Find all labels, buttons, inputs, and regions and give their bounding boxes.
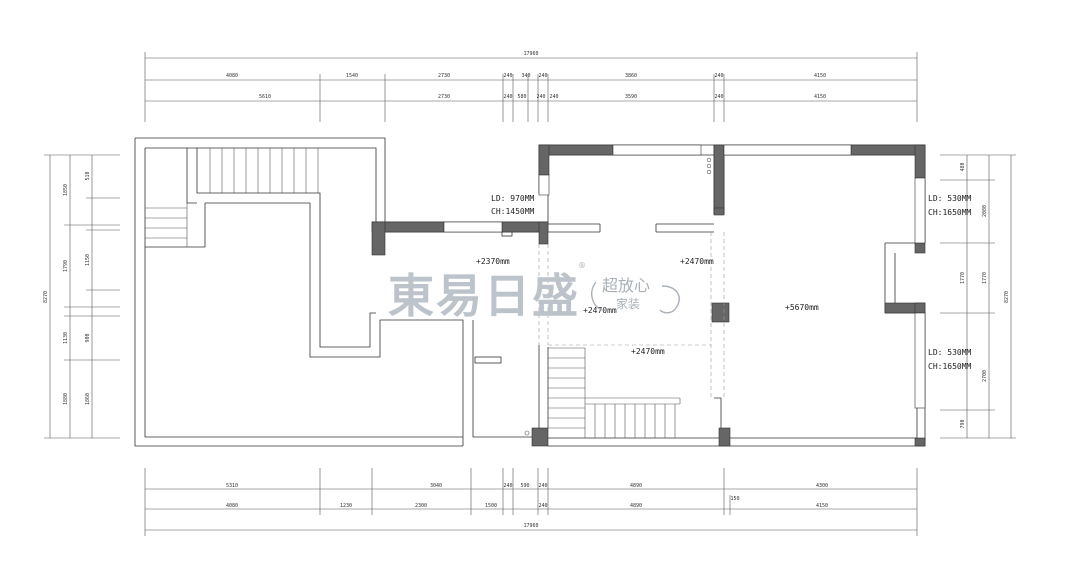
brand-watermark: 東易日盛 ® 超放心 家装 [388, 261, 680, 323]
dim-bot-r2-1: 1230 [340, 503, 352, 509]
dim-bot-r2-3: 1500 [485, 503, 497, 509]
dimension-labels: 17960 4080 1540 2730 240 340 240 3860 24… [43, 51, 1010, 529]
structural-walls [371, 144, 926, 447]
dim-right-r1-2: 1770 [960, 272, 966, 284]
level-a-label: +2370mm [476, 257, 510, 266]
dim-top-r2-8: 4150 [814, 94, 826, 100]
left-dimension-chain [44, 154, 120, 439]
registered-mark: ® [578, 261, 586, 270]
dim-top-r1-0: 4080 [226, 73, 238, 79]
dim-top-r1-7: 240 [714, 73, 723, 79]
dim-bot-r1-5: 4890 [630, 483, 642, 489]
thumbs-up-icon [659, 285, 680, 314]
dim-bot-r2-4: 240 [538, 503, 547, 509]
dim-top-r2-6: 3590 [625, 94, 637, 100]
ch-left-label: CH:1450MM [491, 207, 535, 216]
dim-bot-r2-2: 2300 [415, 503, 427, 509]
dim-left-r2-2: 900 [85, 333, 91, 342]
dim-top-r2-0: 5610 [259, 94, 271, 100]
dim-top-r1-1: 1540 [346, 73, 358, 79]
dim-bot-r2-5: 4890 [630, 503, 642, 509]
dim-bot-r2-6: 150 [730, 496, 739, 502]
level-c-label: +2470mm [583, 306, 617, 315]
dim-top-r2-5: 240 [549, 94, 558, 100]
dim-right-r1-1: 2080 [982, 205, 988, 217]
dim-left-r2-1: 1150 [85, 254, 91, 266]
slogan-line-2: 家装 [616, 296, 640, 311]
dim-top-r2-1: 2730 [438, 94, 450, 100]
dim-left-r2-0: 510 [85, 171, 91, 180]
dim-top-r2-3: 580 [517, 94, 526, 100]
brand-logo-text: 東易日盛 [388, 269, 580, 323]
dim-bot-r2-0: 4080 [226, 503, 238, 509]
dim-bot-r1-3: 590 [520, 483, 529, 489]
ch-right-top-label: CH:1650MM [928, 208, 972, 217]
top-dimension-chain [144, 52, 918, 122]
dim-left-r1-3: 1880 [63, 393, 69, 405]
dim-right-r1-3: 2700 [982, 370, 988, 382]
dim-top-r1-2: 2730 [438, 73, 450, 79]
dim-top-r2-2: 240 [503, 94, 512, 100]
dim-top-total: 17960 [523, 51, 538, 57]
dim-right-r1-0: 480 [960, 162, 966, 171]
stair-upper [145, 148, 319, 247]
slogan-line-1: 超放心 [602, 276, 650, 295]
dim-top-r2-4: 240 [536, 94, 545, 100]
dim-left-r1-1: 1790 [63, 260, 69, 272]
ld-left-label: LD: 970MM [491, 194, 535, 203]
dim-top-r1-5: 240 [538, 73, 547, 79]
dim-bot-r1-1: 3040 [430, 483, 442, 489]
dim-left-total: 8270 [43, 291, 49, 303]
windows [443, 144, 926, 409]
bottom-dimension-chain [144, 468, 918, 536]
right-dimension-chain [940, 154, 1016, 439]
dim-bot-r1-0: 5310 [226, 483, 238, 489]
annotations: LD: 970MM CH:1450MM LD: 530MM CH:1650MM … [476, 194, 972, 371]
dim-top-r1-6: 3860 [625, 73, 637, 79]
dim-left-r2-3: 1860 [85, 393, 91, 405]
stair-lower [524, 157, 712, 438]
dim-bottom-total: 17960 [523, 523, 538, 529]
dim-top-r1-8: 4150 [814, 73, 826, 79]
level-d-label: +2470mm [631, 347, 665, 356]
dim-right-total: 8270 [1004, 291, 1010, 303]
dim-bot-r1-6: 4300 [816, 483, 828, 489]
ld-right-bottom-label: LD: 530MM [928, 348, 972, 357]
dim-top-r2-7: 240 [714, 94, 723, 100]
dim-bot-r1-4: 240 [538, 483, 547, 489]
dim-right-r1-4: 790 [960, 419, 966, 428]
level-main-label: +5670mm [785, 303, 819, 312]
slogan-swoosh-icon [591, 281, 603, 311]
dim-top-r1-3: 240 [503, 73, 512, 79]
dim-left-r1-0: 1850 [63, 184, 69, 196]
dim-bot-r1-2: 240 [503, 483, 512, 489]
ld-right-top-label: LD: 530MM [928, 194, 972, 203]
dim-left-r1-2: 1130 [63, 332, 69, 344]
dim-right-r2-0: 1770 [982, 272, 988, 284]
ch-right-bottom-label: CH:1650MM [928, 362, 972, 371]
dim-top-r1-4: 340 [521, 73, 530, 79]
dim-bot-r2-7: 4150 [816, 503, 828, 509]
level-b-label: +2470mm [680, 257, 714, 266]
beam-lines [538, 232, 725, 398]
